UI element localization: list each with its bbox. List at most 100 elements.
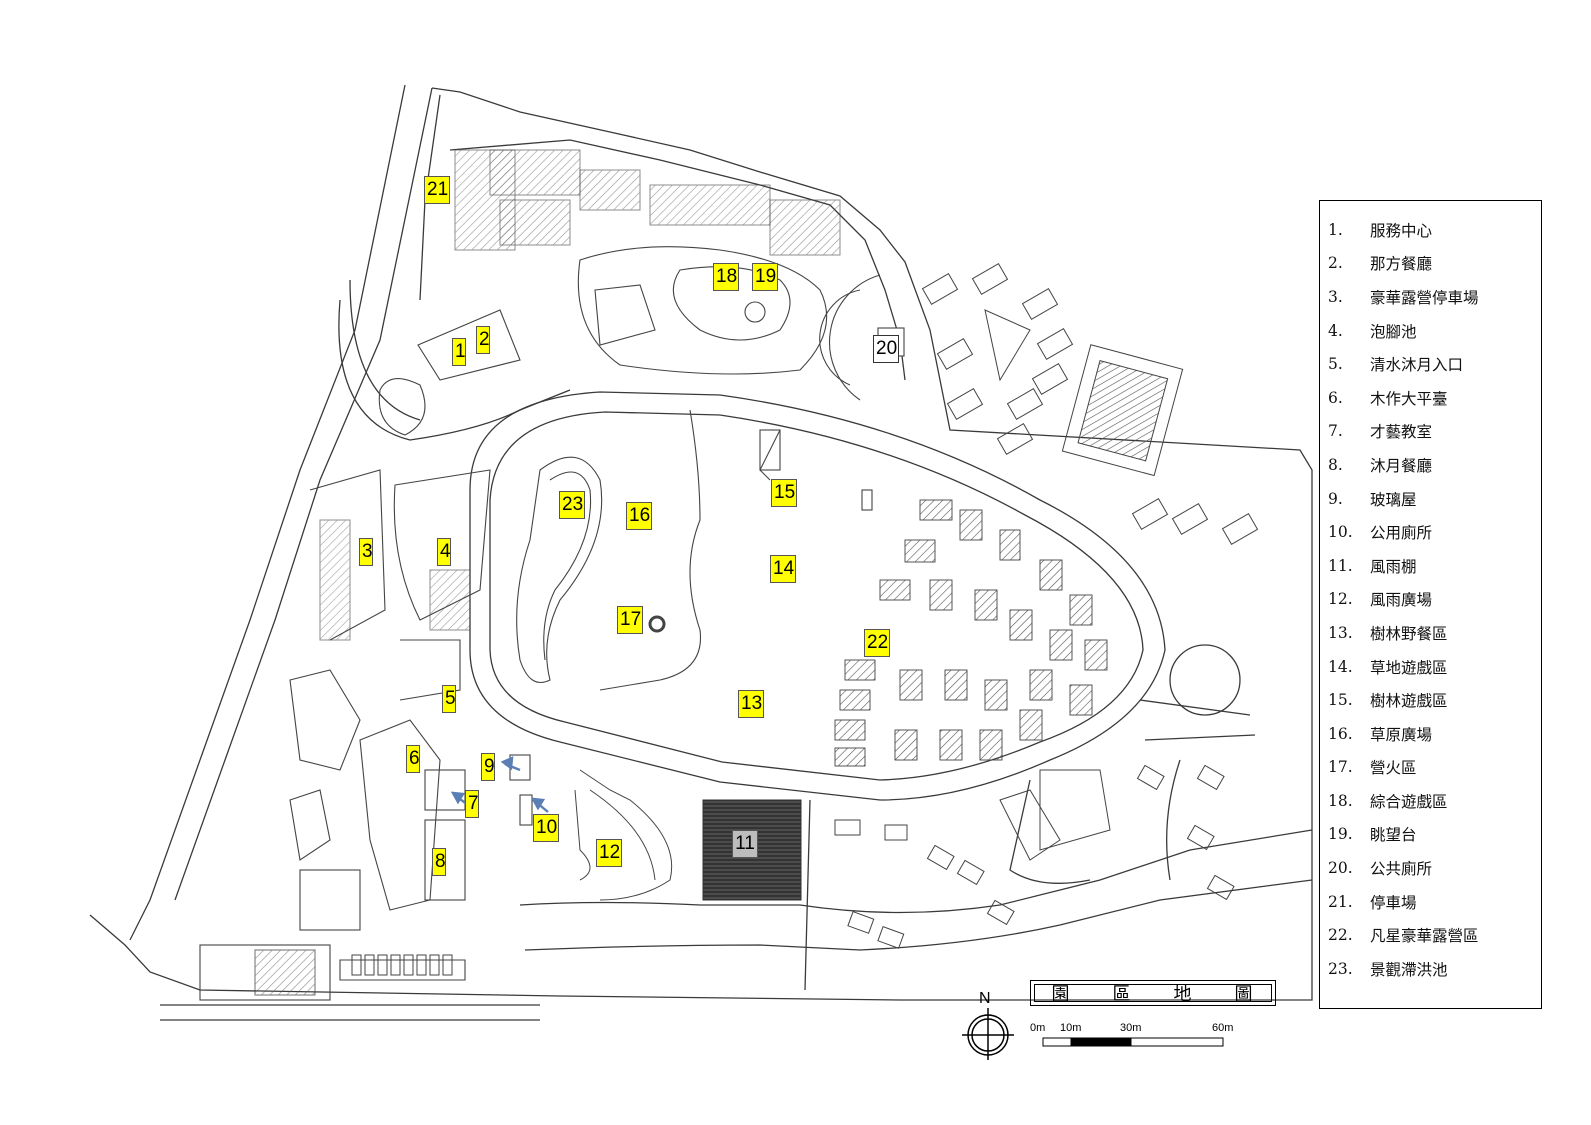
legend-item-number: 22. — [1328, 926, 1353, 945]
service-center — [378, 309, 521, 436]
legend-item: 16. 草原廣場 — [1328, 717, 1541, 751]
legend-item-number: 16. — [1328, 724, 1353, 743]
legend-item-number: 15. — [1328, 691, 1353, 710]
map-marker-11: 11 — [732, 830, 758, 858]
scale-label: 10m — [1060, 1022, 1082, 1034]
legend-item-number: 4. — [1328, 321, 1343, 340]
legend-item: 17. 營火區 — [1328, 751, 1541, 785]
map-marker-23: 23 — [559, 491, 585, 519]
legend-item-label: 公共廁所 — [1370, 860, 1433, 879]
legend-item: 10.公用廁所 — [1328, 515, 1541, 549]
legend-item-label: 沐月餐廳 — [1370, 456, 1433, 475]
legend-item-label: 風雨棚 — [1370, 557, 1417, 576]
legend-item: 20. 公共廁所 — [1328, 851, 1541, 885]
map-marker-9: 9 — [481, 753, 495, 781]
legend-item-label: 營火區 — [1370, 759, 1417, 778]
map-marker-20: 20 — [873, 335, 899, 363]
pavilion-and-plaza — [574, 769, 802, 901]
legend-item: 14. 草地遊戲區 — [1328, 650, 1541, 684]
legend-item-number: 20. — [1328, 859, 1353, 878]
legend-item-label: 木作大平臺 — [1370, 389, 1448, 408]
legend-item-label: 眺望台 — [1370, 826, 1417, 845]
map-marker-17: 17 — [617, 606, 643, 634]
legend-item: 21.停車場 — [1328, 885, 1541, 919]
legend-item: 12. 風雨廣場 — [1328, 583, 1541, 617]
meadow-and-pond — [516, 409, 873, 691]
legend-item-number: 5. — [1328, 355, 1343, 374]
map-title-char: 園 — [1051, 984, 1072, 1005]
legend-item-label: 樹林遊戲區 — [1370, 692, 1448, 711]
map-marker-12: 12 — [596, 839, 622, 867]
legend-item-number: 2. — [1328, 254, 1343, 273]
legend-panel: 1. 服務中心 2. 那方餐廳 3. 豪華露營停車場 4.泡腳池 5. 清水沐月入口 6. 木作大平… — [1319, 200, 1542, 1009]
legend-item-label: 草原廣場 — [1370, 725, 1433, 744]
map-title-char: 圖 — [1234, 984, 1255, 1005]
legend-item: 15. 樹林遊戲區 — [1328, 683, 1541, 717]
legend-item-number: 18. — [1328, 791, 1353, 810]
map-marker-16: 16 — [626, 502, 652, 530]
legend-item-number: 13. — [1328, 623, 1353, 642]
legend-item: 5. 清水沐月入口 — [1328, 347, 1541, 381]
legend-item-number: 7. — [1328, 422, 1343, 441]
legend-item: 13. 樹林野餐區 — [1328, 616, 1541, 650]
indicator-arrows — [450, 756, 549, 813]
map-marker-13: 13 — [738, 690, 764, 718]
legend-item-label: 停車場 — [1370, 893, 1417, 912]
map-marker-10: 10 — [533, 814, 559, 842]
map-marker-14: 14 — [770, 555, 796, 583]
legend-item-number: 17. — [1328, 758, 1353, 777]
glamping-tents — [834, 499, 1108, 767]
map-marker-7: 7 — [465, 790, 479, 818]
legend-item-number: 14. — [1328, 657, 1353, 676]
legend-item: 7. 才藝教室 — [1328, 415, 1541, 449]
legend-item-number: 9. — [1328, 489, 1343, 508]
parking-stalls — [454, 149, 841, 256]
west-facilities — [199, 469, 533, 1001]
map-title-char: 地 — [1173, 984, 1194, 1005]
legend-item-number: 10. — [1328, 523, 1353, 542]
legend-item-number: 6. — [1328, 388, 1343, 407]
legend-item: 8. 沐月餐廳 — [1328, 448, 1541, 482]
north-label: N — [979, 990, 991, 1007]
legend-item-number: 1. — [1328, 220, 1343, 239]
legend-item-label: 樹林野餐區 — [1370, 624, 1448, 643]
west-road-edge — [129, 84, 406, 941]
scale-label: 0m — [1030, 1022, 1046, 1034]
map-title-box: 園 區 地 圖 — [1030, 980, 1276, 1006]
legend-item-label: 凡星豪華露營區 — [1370, 927, 1479, 946]
legend-item-label: 綜合遊戲區 — [1370, 792, 1448, 811]
legend-list: 1. 服務中心 2. 那方餐廳 3. 豪華露營停車場 4.泡腳池 5. 清水沐月入口 6. 木作大平… — [1320, 201, 1541, 986]
scale-label: 30m — [1120, 1022, 1142, 1034]
legend-item-label: 那方餐廳 — [1370, 255, 1433, 274]
map-marker-4: 4 — [437, 538, 451, 566]
legend-item: 19.眺望台 — [1328, 818, 1541, 852]
legend-item-label: 服務中心 — [1370, 221, 1433, 240]
legend-item-label: 清水沐月入口 — [1370, 356, 1464, 375]
legend-item-number: 3. — [1328, 287, 1343, 306]
legend-item-number: 8. — [1328, 455, 1343, 474]
tent-pads-se — [834, 764, 1235, 949]
scale-bar — [1042, 1037, 1224, 1047]
map-marker-1: 1 — [452, 338, 466, 366]
map-marker-3: 3 — [359, 538, 373, 566]
map-title-char: 區 — [1112, 984, 1133, 1005]
legend-item-number: 12. — [1328, 590, 1353, 609]
legend-item: 4.泡腳池 — [1328, 314, 1541, 348]
map-marker-18: 18 — [713, 263, 739, 291]
north-compass-icon — [962, 1008, 1014, 1060]
legend-item: 11.風雨棚 — [1328, 549, 1541, 583]
legend-item: 1. 服務中心 — [1328, 213, 1541, 247]
legend-item-label: 豪華露營停車場 — [1370, 288, 1479, 307]
legend-item: 3. 豪華露營停車場 — [1328, 280, 1541, 314]
legend-item-label: 風雨廣場 — [1370, 591, 1433, 610]
map-marker-8: 8 — [432, 848, 446, 876]
map-marker-15: 15 — [771, 479, 797, 507]
map-marker-6: 6 — [406, 745, 420, 773]
legend-item: 18. 綜合遊戲區 — [1328, 784, 1541, 818]
map-marker-22: 22 — [864, 629, 890, 657]
legend-item-label: 才藝教室 — [1370, 423, 1433, 442]
scale-label: 60m — [1212, 1022, 1234, 1034]
legend-item-label: 草地遊戲區 — [1370, 658, 1448, 677]
central-ring-road — [469, 391, 1166, 801]
